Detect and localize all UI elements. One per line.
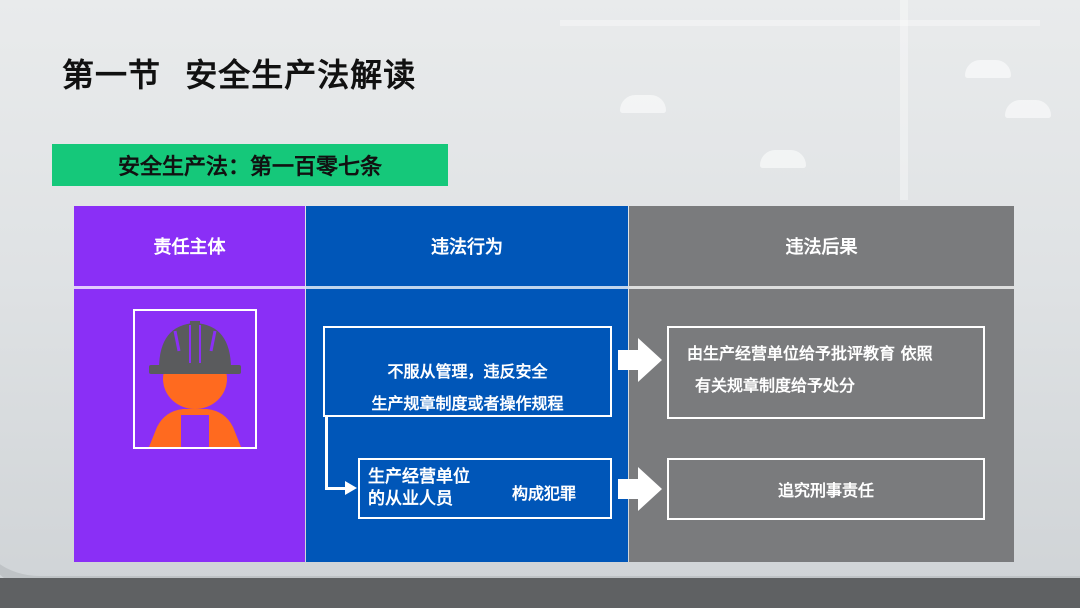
consequence-column: 违法后果 <box>629 206 1014 562</box>
consequence-header: 违法后果 <box>785 237 858 258</box>
worker-icon <box>149 321 241 447</box>
violation-box: 不服从管理，违反安全 生产规章制度或者操作规程 <box>323 326 612 417</box>
employee-label: 生产经营单位 的从业人员 <box>368 467 470 509</box>
worker-icon-frame <box>133 309 257 449</box>
page-title: 第一节 安全生产法解读 <box>62 56 417 94</box>
arrow-right-icon <box>618 338 662 382</box>
employee-crime-box: 生产经营单位 的从业人员 构成犯罪 <box>358 458 612 519</box>
subject-header: 责任主体 <box>153 237 226 258</box>
discipline-line-1: 由生产经营单位给予批评教育 依照 <box>687 344 933 363</box>
connector-line <box>325 417 328 489</box>
violation-line-2: 生产规章制度或者操作规程 <box>371 394 564 413</box>
discipline-box: 由生产经营单位给予批评教育 依照 有关规章制度给予处分 <box>667 326 985 419</box>
criminal-liability-box: 追究刑事责任 <box>667 458 985 520</box>
discipline-line-2: 有关规章制度给予处分 <box>695 376 856 395</box>
behavior-header: 违法行为 <box>431 237 503 258</box>
law-article-label: 安全生产法：第一百零七条 <box>52 144 448 186</box>
connector-arrow-icon <box>345 481 357 495</box>
violation-line-1: 不服从管理，违反安全 <box>387 362 548 381</box>
arrow-right-icon <box>618 467 662 511</box>
crime-label: 构成犯罪 <box>512 484 577 503</box>
